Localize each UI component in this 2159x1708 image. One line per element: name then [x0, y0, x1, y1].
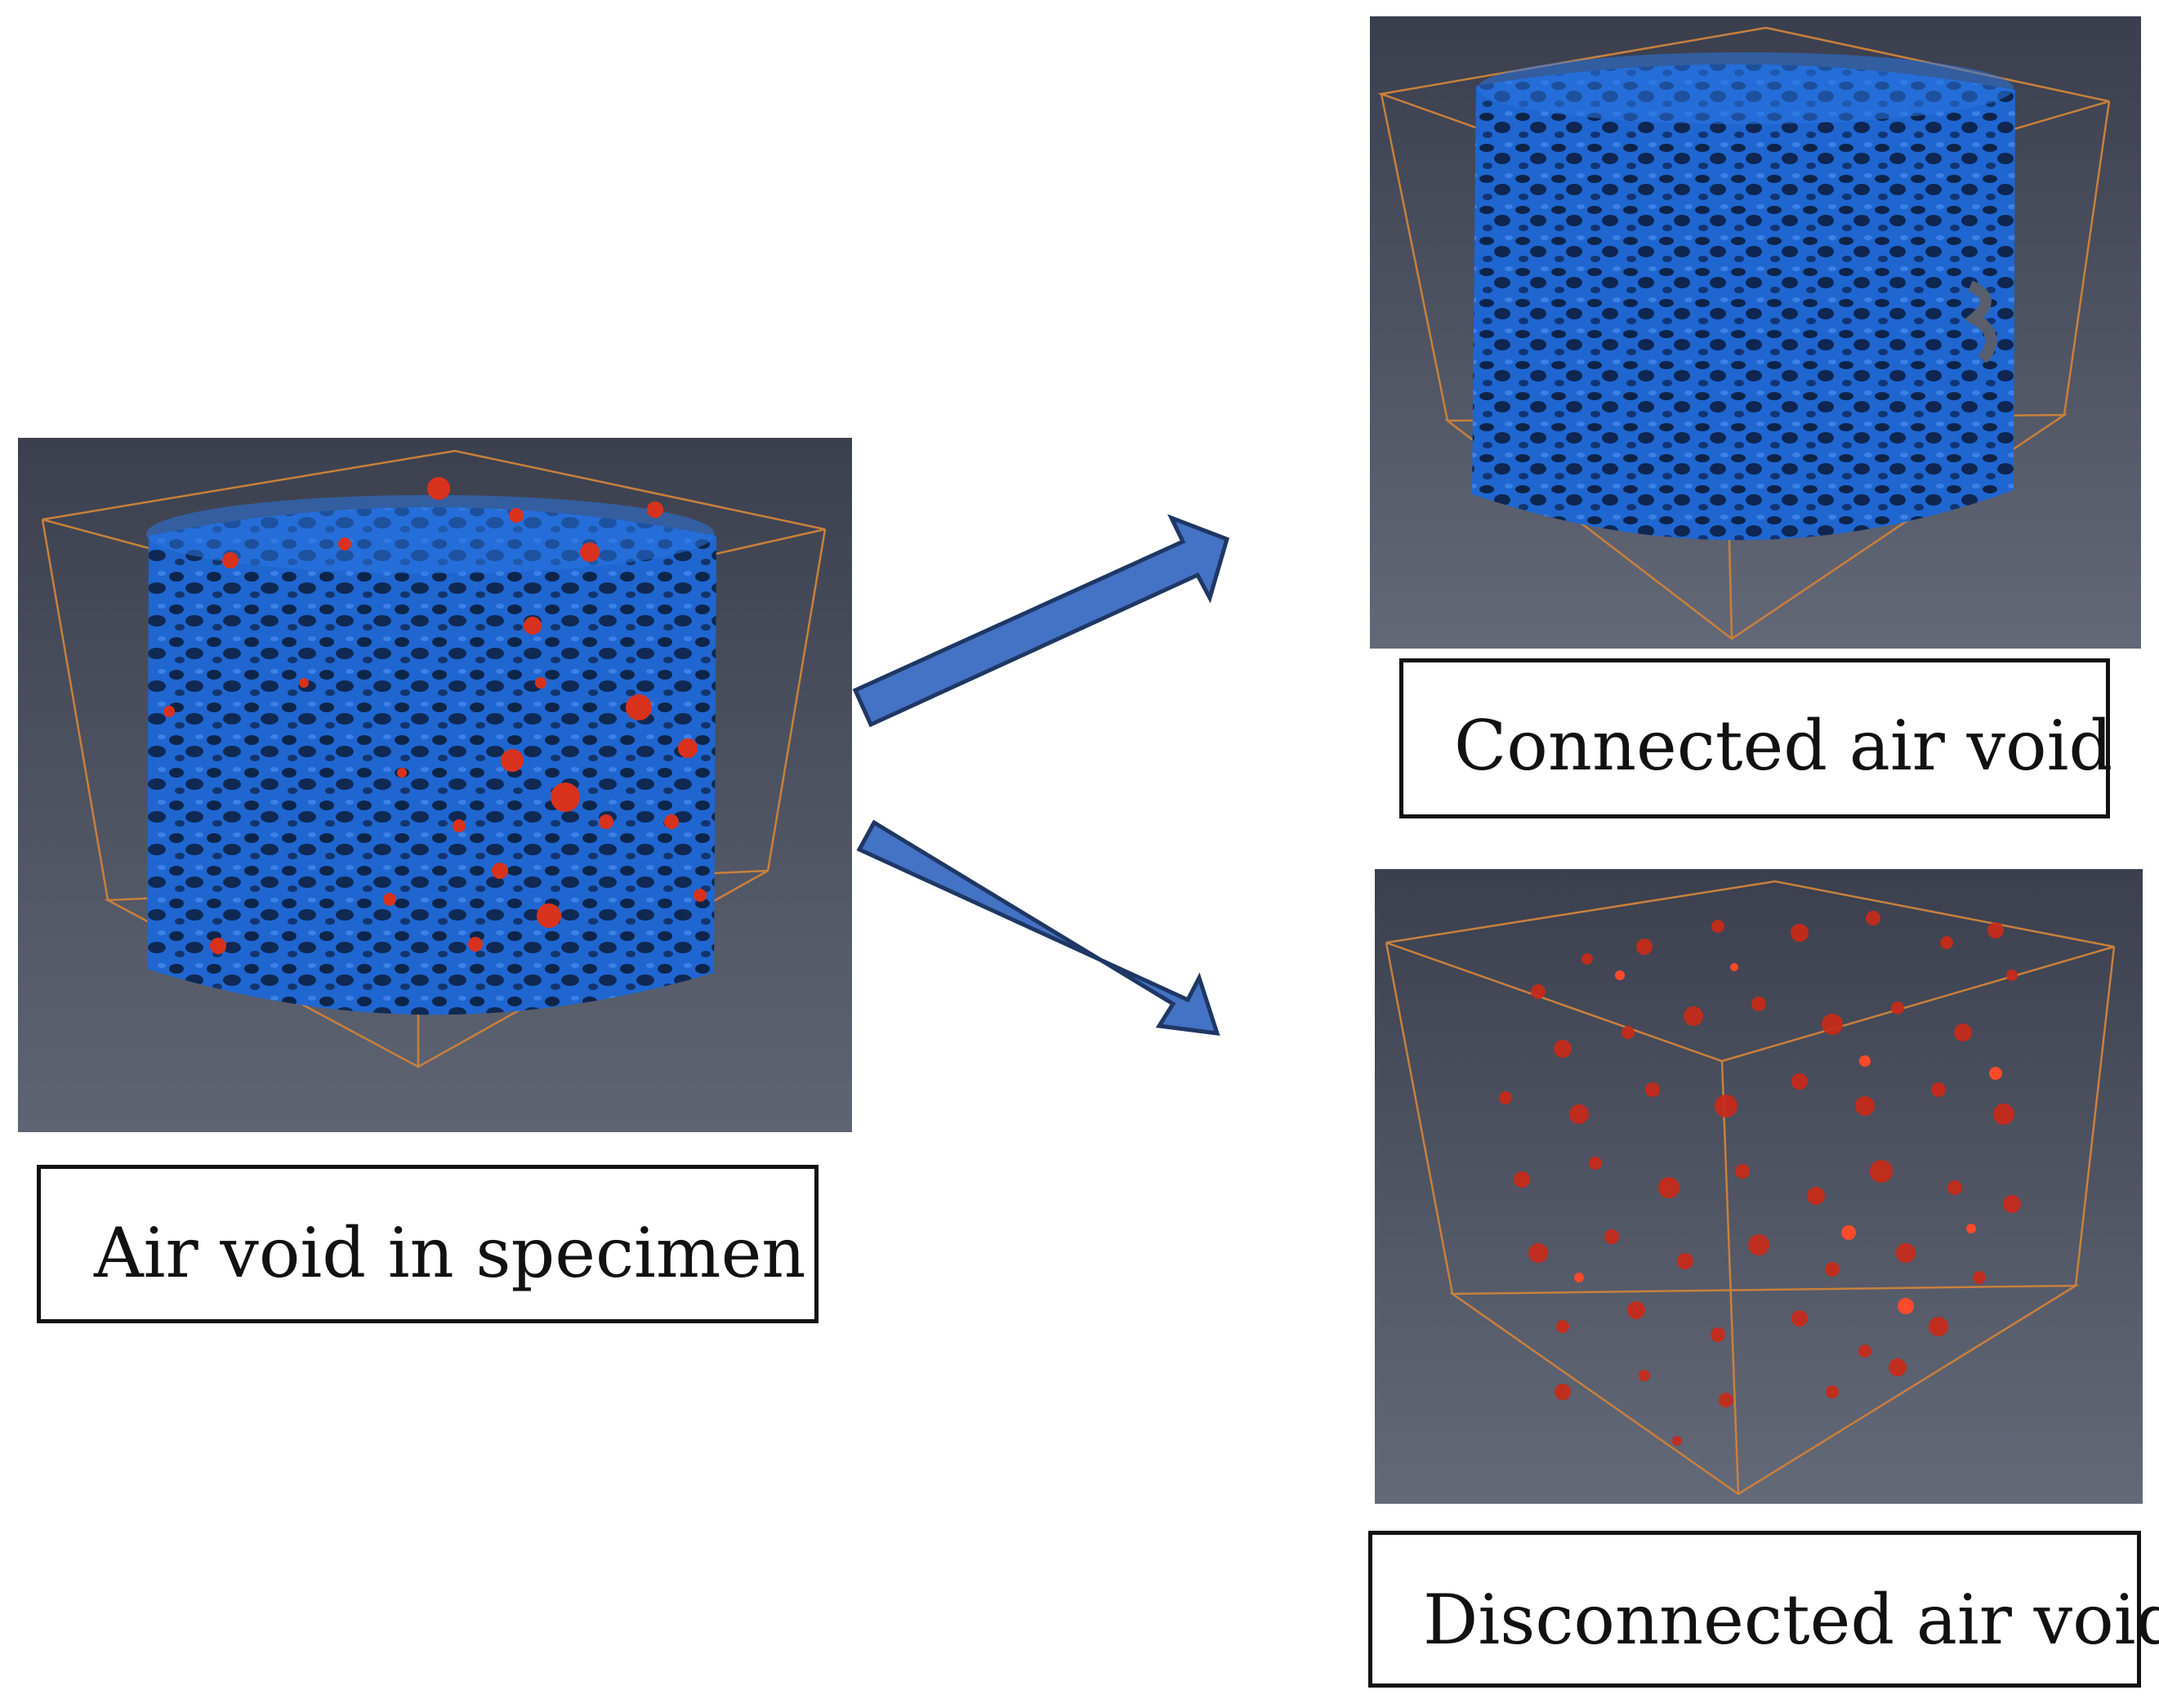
disconnected-void-cloud: [1499, 911, 2021, 1446]
disconnected-void-highlights: [1574, 963, 2002, 1314]
caption-air-void-in-specimen: Air void in specimen: [37, 1165, 819, 1323]
caption-connected-air-void: Connected air void: [1399, 658, 2113, 818]
disconnected-void-ct-render: [1375, 869, 2143, 1504]
specimen-cylinder: [146, 495, 716, 1015]
connected-void-ct-render: [1370, 16, 2141, 649]
caption-text: Air void in specimen: [94, 1213, 806, 1294]
arrow-to-disconnected-icon: [856, 819, 1220, 1036]
specimen-ct-render: [18, 438, 852, 1132]
disconnected-voids: [163, 477, 707, 954]
connected-void-cylinder: [1472, 52, 2015, 541]
arrow-to-connected-icon: [852, 514, 1230, 728]
caption-disconnected-air-void: Disconnected air void: [1368, 1531, 2159, 1688]
caption-text: Disconnected air void: [1423, 1579, 2159, 1660]
caption-text: Connected air void: [1454, 706, 2113, 787]
bounding-box: [1385, 880, 2116, 1496]
